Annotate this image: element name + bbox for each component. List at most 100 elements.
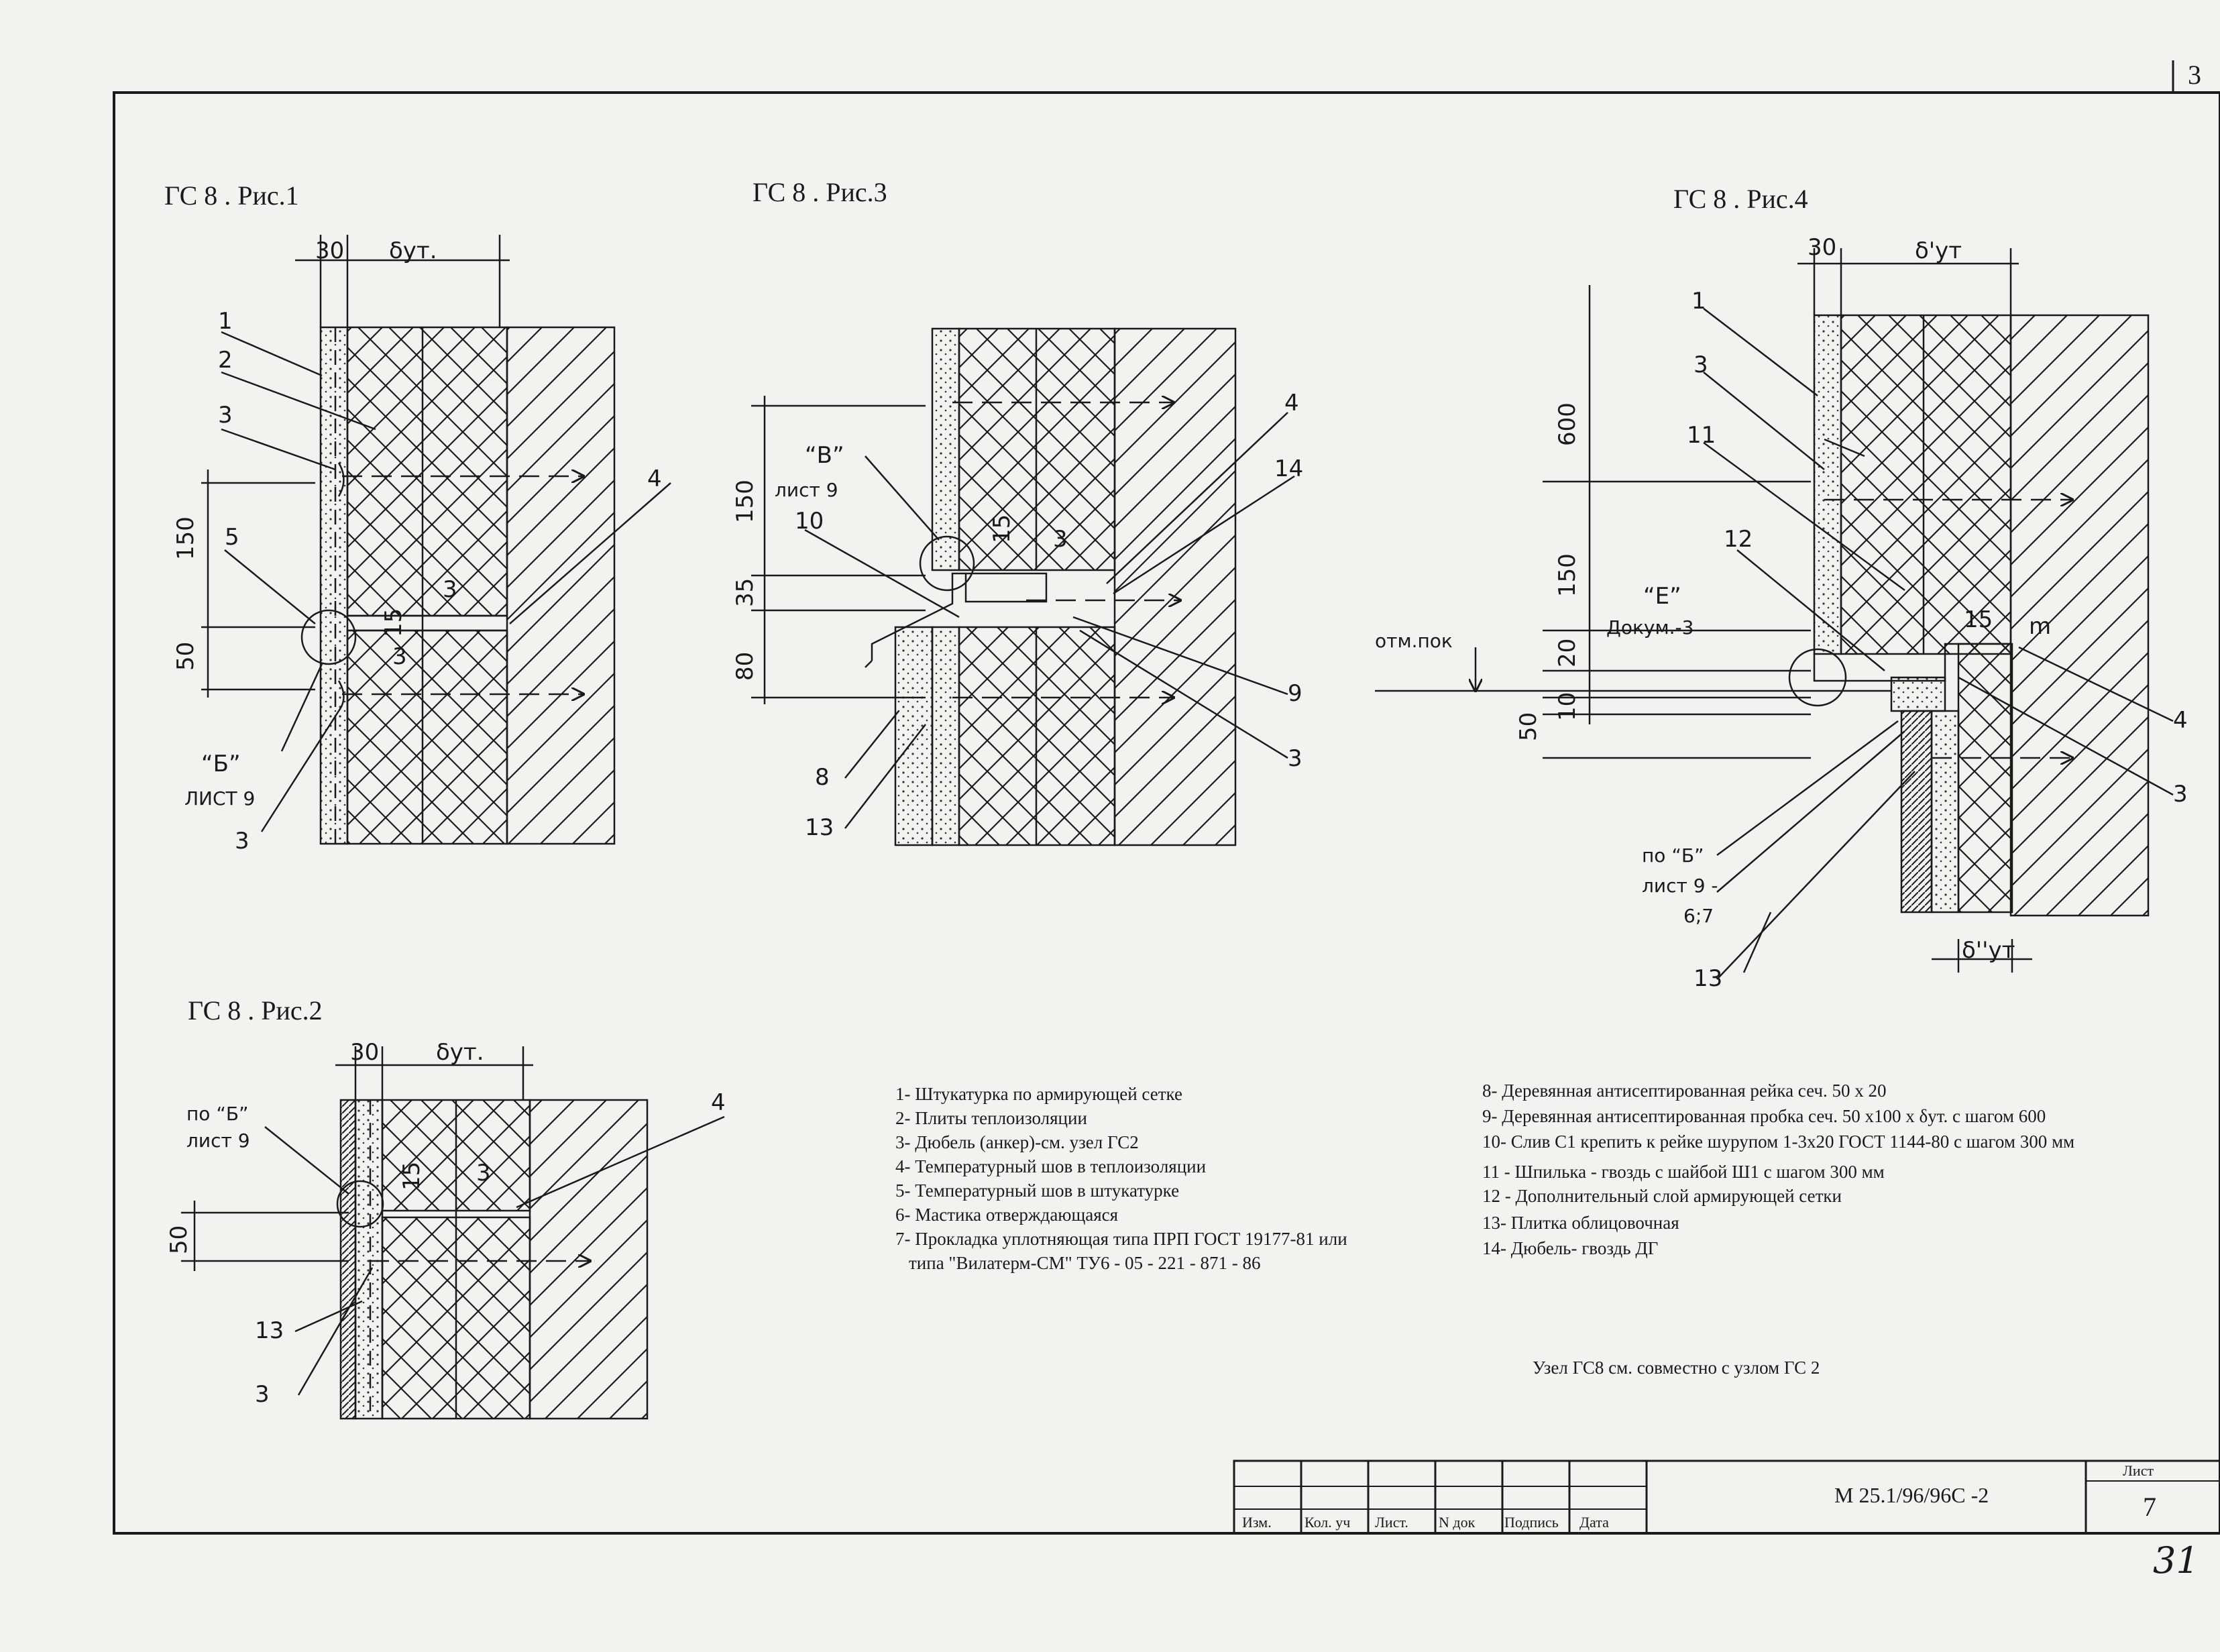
dim-3b: 3 xyxy=(392,643,407,670)
dim-15: 15 xyxy=(398,1162,425,1191)
callout-3: 3 xyxy=(1694,351,1708,378)
dim-600: 600 xyxy=(1554,402,1581,446)
legend-item: 3- Дюбель (анкер)-см. узел ГС2 xyxy=(895,1132,1139,1152)
page-number-top: 3 xyxy=(2188,60,2201,90)
ref-sheet-v: лист 9 xyxy=(775,479,838,501)
callout-2: 2 xyxy=(218,347,233,374)
legend-item: 5- Температурный шов в штукатурке xyxy=(895,1180,1179,1201)
tile-cladding xyxy=(339,1099,357,1420)
ref-sheet: лист 9 xyxy=(186,1130,250,1152)
ref-label-b: “Б” xyxy=(201,751,241,777)
callout-11: 11 xyxy=(1687,422,1716,449)
dim-80: 80 xyxy=(732,652,759,681)
sheet-label: Лист xyxy=(2123,1462,2154,1479)
ref-doc-e: Докум.-3 xyxy=(1606,616,1694,639)
dim-insulation: δут. xyxy=(389,237,437,264)
title-cell-kol: Кол. уч xyxy=(1305,1514,1350,1531)
ref-label-e: “Е” xyxy=(1643,583,1681,610)
callout-4: 4 xyxy=(1284,390,1299,417)
legend-item: 1- Штукатурка по армирующей сетке xyxy=(895,1084,1182,1104)
title-block xyxy=(1233,1460,2220,1535)
legend-item: 2- Плиты теплоизоляции xyxy=(895,1108,1087,1128)
callout-9: 9 xyxy=(1288,680,1302,707)
callout-1: 1 xyxy=(1691,288,1706,315)
plaster-layer-upper xyxy=(1813,314,1842,655)
dim-15: 15 xyxy=(989,514,1015,543)
legend-item: 14- Дюбель- гвоздь ДГ xyxy=(1482,1238,1658,1258)
legend-item: 11 - Шпилька - гвоздь с шайбой Ш1 с шаго… xyxy=(1482,1162,1885,1182)
level-label: отм.пок xyxy=(1375,630,1453,652)
callout-3b: 3 xyxy=(2173,781,2188,808)
detail-callout-circle xyxy=(300,609,357,665)
dim-3: 3 xyxy=(476,1160,491,1187)
masonry-wall xyxy=(1113,327,1237,846)
legend-item: 4- Температурный шов в теплоизоляции xyxy=(895,1156,1206,1176)
dim-30: 30 xyxy=(350,1039,379,1066)
detail-callout-circle-b xyxy=(919,535,975,592)
tile-cladding xyxy=(894,626,934,846)
insulation-board-upper xyxy=(346,326,508,617)
callout-3: 3 xyxy=(1288,745,1302,772)
legend-item: 9- Деревянная антисептированная пробка с… xyxy=(1482,1106,2046,1126)
figure-2: ГС 8 . Рис.2 30 δут. 50 xyxy=(166,995,726,1420)
figure-1: ГС 8 . Рис.1 xyxy=(164,180,671,855)
dim-50: 50 xyxy=(172,642,199,671)
callout-4: 4 xyxy=(647,465,662,492)
dim-insulation: δут. xyxy=(436,1039,484,1066)
plaster-lower xyxy=(1930,710,1960,914)
dim-3: 3 xyxy=(1053,526,1068,553)
callout-12: 12 xyxy=(1724,526,1753,553)
callout-13: 13 xyxy=(255,1317,284,1344)
plaster-layer-lower xyxy=(931,626,960,846)
dim-m: m xyxy=(2029,613,2051,640)
detail-callout-circle-e xyxy=(1788,648,1847,707)
legend-item: 12 - Дополнительный слой армирующей сетк… xyxy=(1482,1186,1842,1206)
callout-10: 10 xyxy=(795,508,824,535)
masonry-wall xyxy=(529,1099,649,1420)
dim-insulation: δ'ут xyxy=(1915,237,1962,264)
legend-item: 8- Деревянная антисептированная рейка се… xyxy=(1482,1081,1887,1101)
callout-14: 14 xyxy=(1274,455,1303,482)
ref-items: 6;7 xyxy=(1683,905,1714,927)
plaster-layer xyxy=(319,326,349,845)
dim-150: 150 xyxy=(732,480,759,523)
handwritten-page-number: 31 xyxy=(2153,1539,2199,1582)
plaster-layer-upper xyxy=(931,327,960,571)
wood-batten xyxy=(964,572,1048,603)
title-cell-ndok: N док xyxy=(1439,1514,1476,1531)
callout-8: 8 xyxy=(815,764,830,791)
callout-13: 13 xyxy=(1694,965,1722,992)
ref-label-b: по “Б” xyxy=(186,1103,249,1125)
dim-3a: 3 xyxy=(443,576,457,603)
legend-left: 1- Штукатурка по армирующей сетке 2- Пли… xyxy=(895,1084,1347,1273)
figure-4: ГС 8 . Рис.4 xyxy=(1375,184,2188,992)
callout-4: 4 xyxy=(711,1089,726,1116)
document-code: М 25.1/96/96С -2 xyxy=(1834,1483,1989,1507)
figure-1-title: ГС 8 . Рис.1 xyxy=(164,180,299,211)
note: Узел ГС8 см. совместно с узлом ГС 2 xyxy=(1533,1358,1820,1378)
title-cell-list: Лист. xyxy=(1375,1514,1408,1531)
tile-cladding xyxy=(1900,710,1933,914)
ref-sheet: ЛИСТ 9 xyxy=(184,787,255,810)
sheet-frame xyxy=(113,60,2220,1535)
legend-item: типа "Вилатерм-СМ" ТУ6 - 05 - 221 - 871 … xyxy=(909,1253,1260,1273)
legend-right: 8- Деревянная антисептированная рейка се… xyxy=(1482,1081,2074,1258)
figure-4-title: ГС 8 . Рис.4 xyxy=(1673,184,1808,214)
dim-20: 20 xyxy=(1554,639,1581,667)
callout-3b: 3 xyxy=(235,828,249,855)
legend-item: 6- Мастика отверждающаяся xyxy=(895,1205,1118,1225)
legend-item: 10- Слив С1 крепить к рейке шурупом 1-3х… xyxy=(1482,1132,2074,1152)
callout-1: 1 xyxy=(218,308,233,335)
insulation-board-lower xyxy=(346,629,508,845)
callout-3: 3 xyxy=(255,1381,270,1408)
dim-150: 150 xyxy=(1554,553,1581,597)
legend-item: 7- Прокладка уплотняющая типа ПРП ГОСТ 1… xyxy=(895,1229,1347,1249)
figure-3-title: ГС 8 . Рис.3 xyxy=(753,177,887,207)
insulation-upper xyxy=(1840,314,2012,655)
detail-callout-circle xyxy=(336,1180,384,1228)
title-cell-date: Дата xyxy=(1579,1514,1609,1531)
sealant xyxy=(1890,676,1946,712)
insulation-lower xyxy=(1957,643,2013,914)
dim-15: 15 xyxy=(1964,606,1993,633)
